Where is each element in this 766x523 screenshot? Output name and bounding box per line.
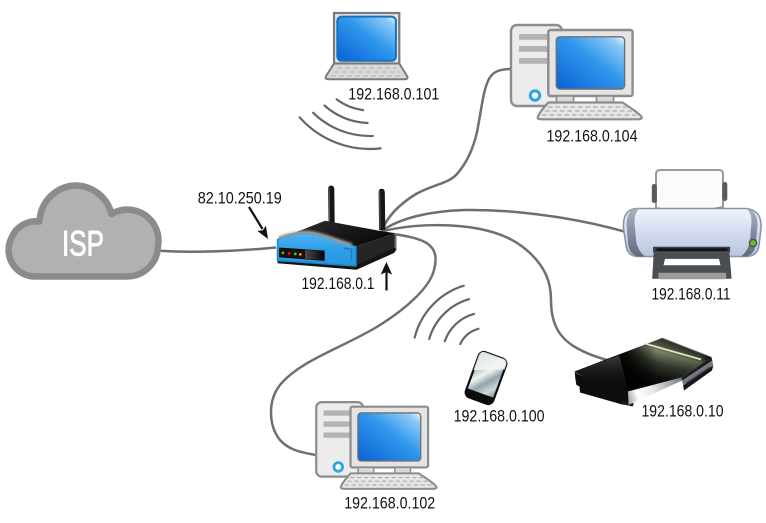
svg-text:192.168.0.10: 192.168.0.10 [642,402,724,420]
svg-text:192.168.0.101: 192.168.0.101 [348,85,439,103]
svg-text:ISP: ISP [62,225,104,264]
svg-text:192.168.0.100: 192.168.0.100 [454,408,545,426]
svg-text:192.168.0.102: 192.168.0.102 [344,495,435,513]
svg-text:192.168.0.11: 192.168.0.11 [652,285,731,303]
svg-text:192.168.0.104: 192.168.0.104 [547,127,638,145]
svg-text:192.168.0.1: 192.168.0.1 [302,275,375,293]
svg-text:82.10.250.19: 82.10.250.19 [198,189,282,207]
